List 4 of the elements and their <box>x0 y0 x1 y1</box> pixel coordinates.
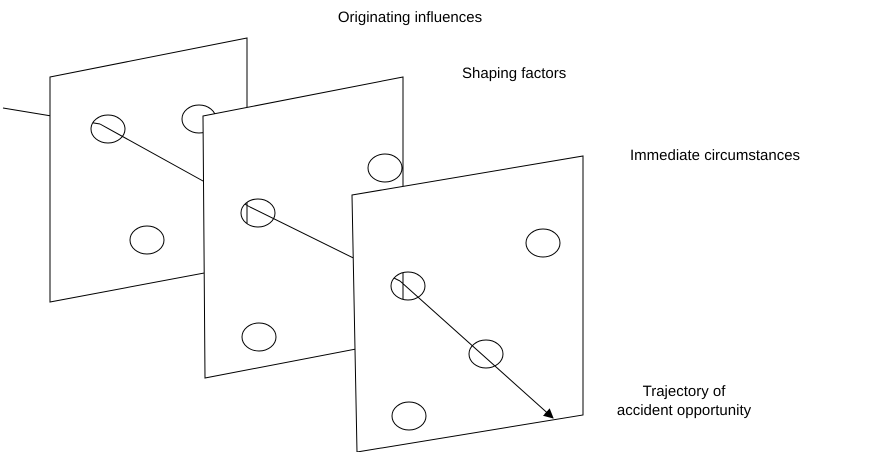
layer-label: Originating influences <box>336 8 484 27</box>
trajectory-label: Trajectory of accident opportunity <box>616 382 752 420</box>
layer-label: Shaping factors <box>462 64 568 83</box>
layer-label: Immediate circumstances <box>630 146 802 165</box>
